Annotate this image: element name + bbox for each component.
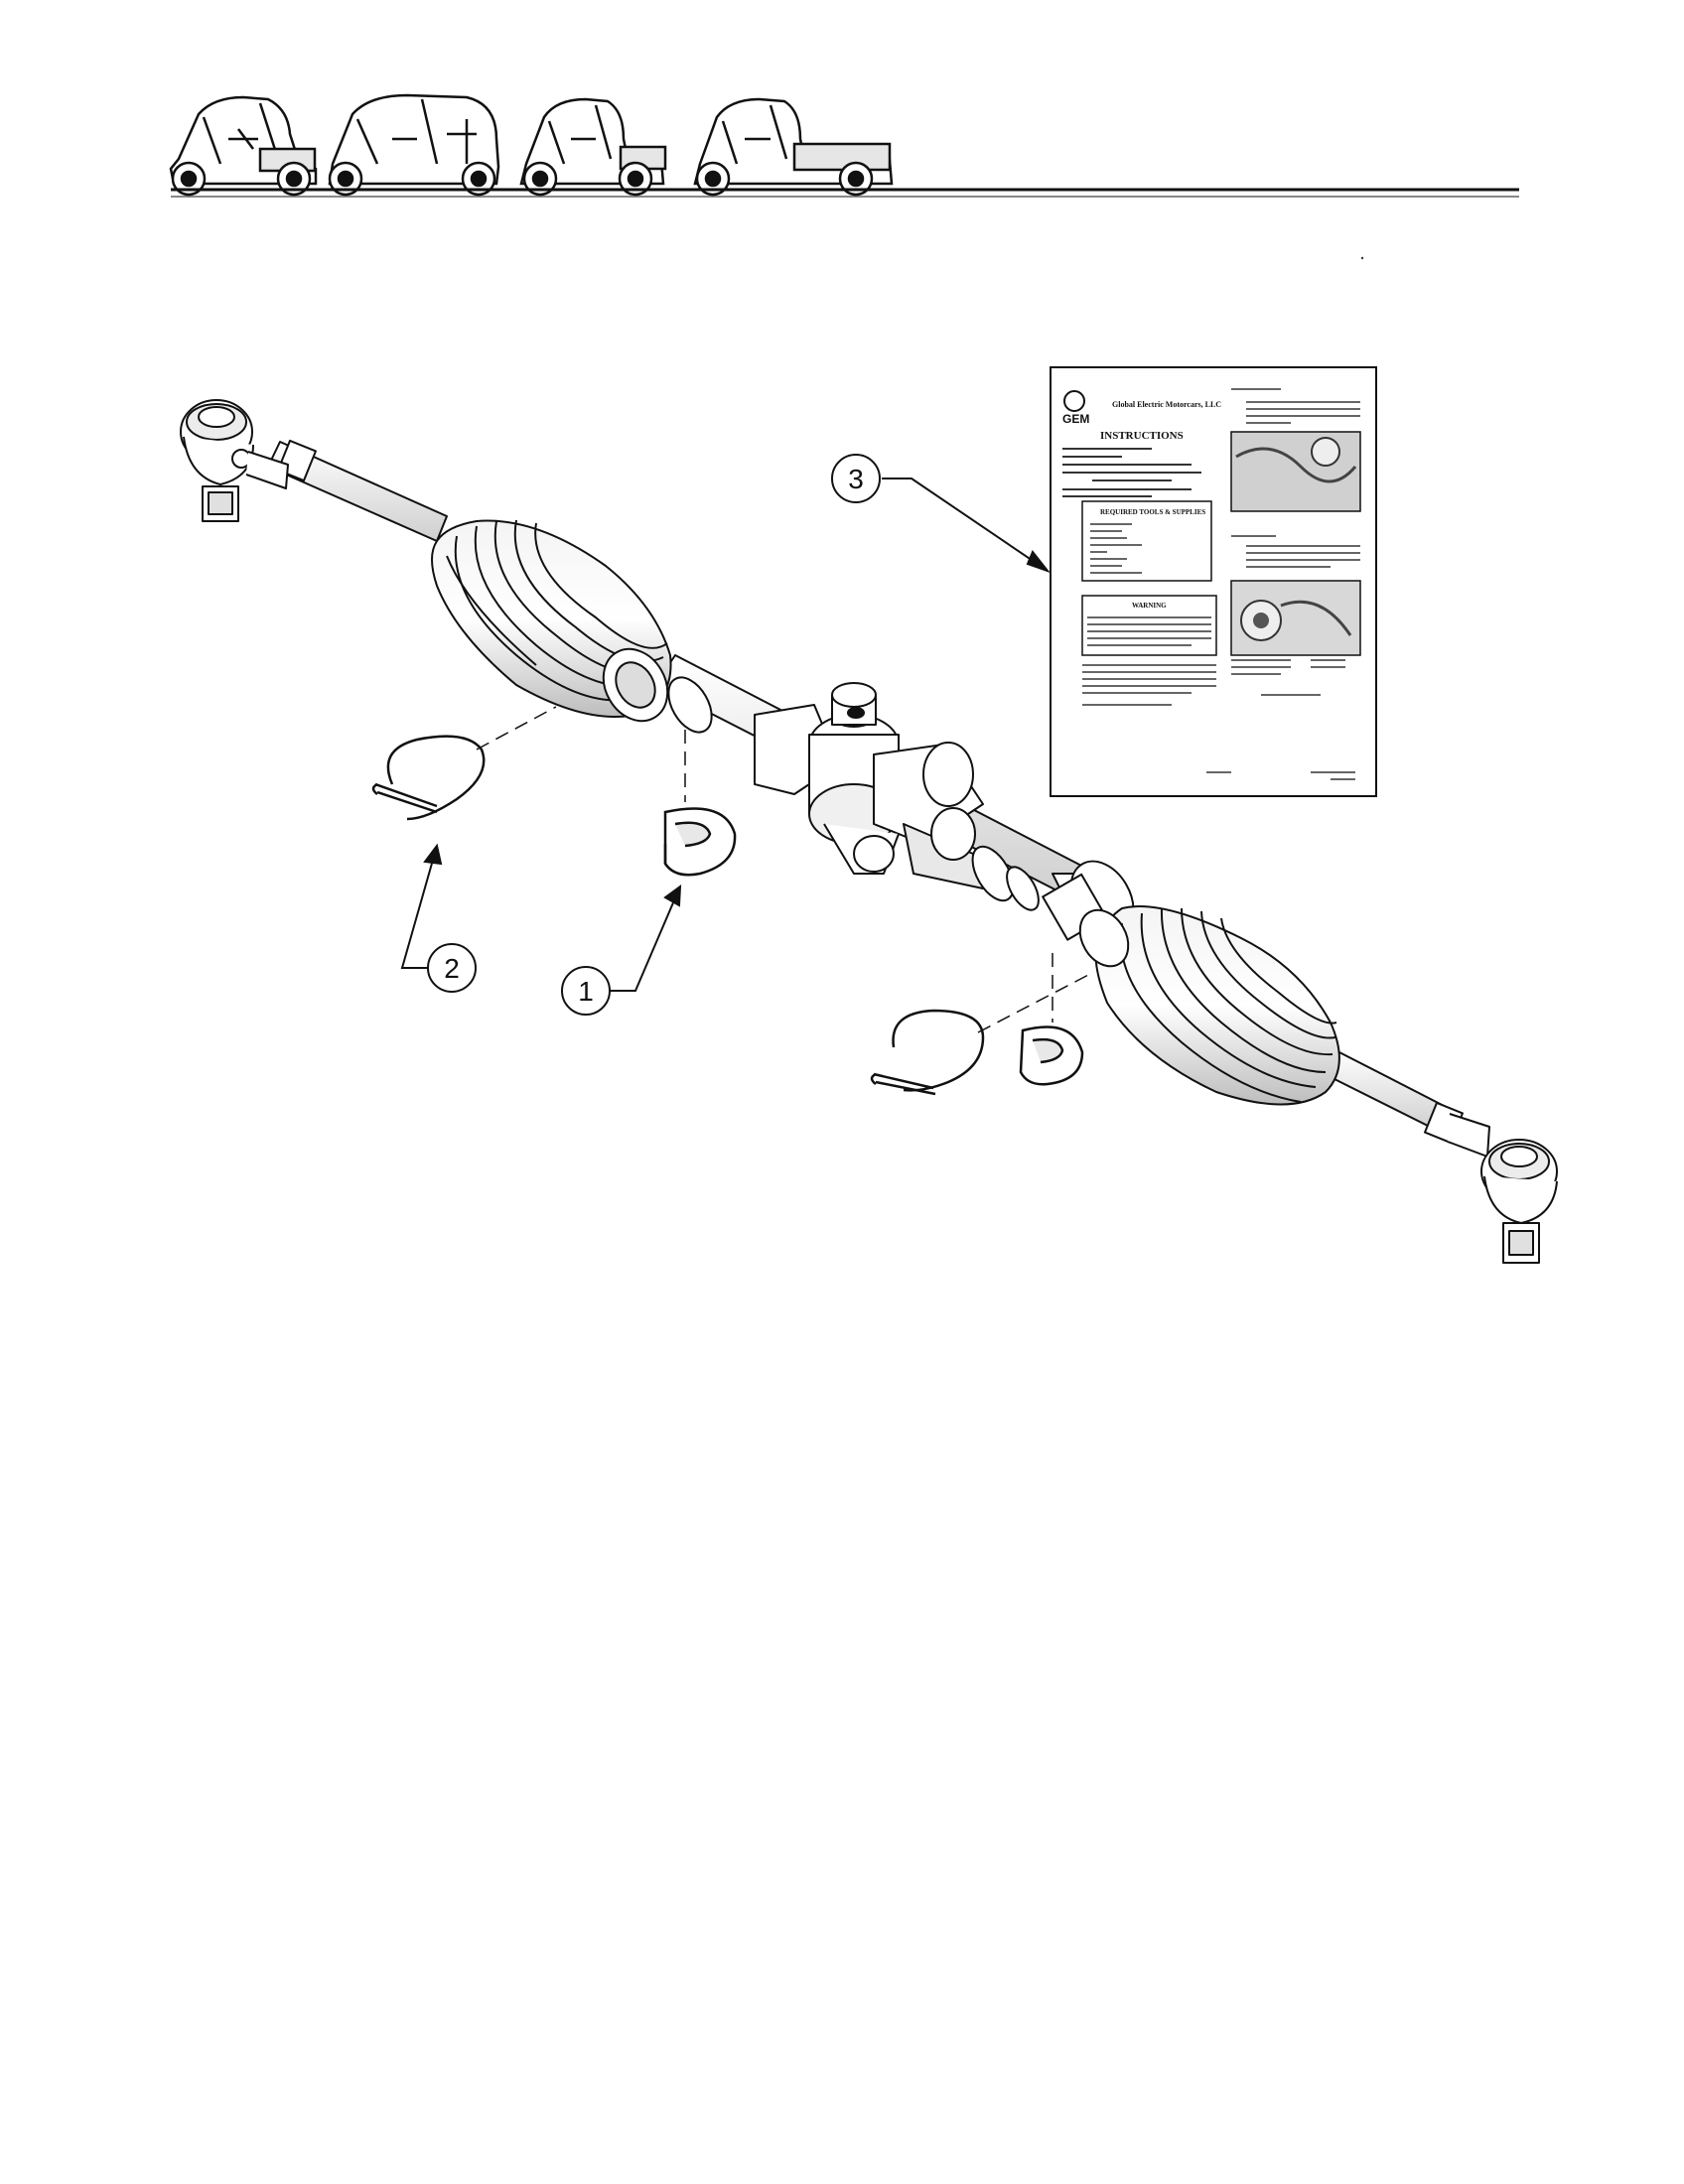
warning-box-lines: [1087, 616, 1211, 646]
callout-3: 3: [831, 454, 881, 503]
left-bellows-boot: [431, 519, 713, 734]
gem-logo-icon: GEM: [1062, 390, 1089, 426]
rack-spacer-upper: [663, 807, 737, 877]
pinion-housing: [754, 682, 1040, 911]
assembly-guide-lines: [476, 706, 1093, 1033]
instruction-sheet-heading: INSTRUCTIONS: [1100, 430, 1184, 442]
svg-text:GEM: GEM: [1062, 412, 1089, 426]
steering-rack-assembly: [180, 399, 1558, 1264]
scan-speck: [1360, 256, 1364, 260]
tools-box-lines: [1090, 523, 1142, 574]
gem-four-seat-vehicle-icon: [328, 93, 500, 197]
gem-two-seat-vehicle-icon: [169, 95, 318, 197]
left-tie-rod-end: [180, 399, 317, 522]
instruction-sheet-company: Global Electric Motorcars, LLC: [1112, 400, 1221, 409]
callout-1: 1: [561, 966, 611, 1016]
right-tie-rod-end: [1424, 1101, 1558, 1264]
rack-spacer-lower: [1019, 1025, 1084, 1086]
gem-short-bed-vehicle-icon: [519, 97, 667, 197]
callout-2: 2: [427, 943, 477, 993]
instruction-sheet-text-lines: [1062, 448, 1201, 497]
callout-1-label: 1: [578, 976, 594, 1007]
tools-box: [1081, 500, 1212, 582]
callout-2-label: 2: [444, 953, 460, 984]
tools-box-title: REQUIRED TOOLS & SUPPLIES: [1100, 508, 1205, 516]
right-bellows-boot: [1078, 905, 1340, 1106]
warning-box-title: WARNING: [1132, 602, 1167, 610]
gem-long-bed-vehicle-icon: [693, 97, 894, 197]
instruction-sheet: GEM Global Electric Motorcars, LLC INSTR…: [1050, 366, 1377, 797]
callout-3-label: 3: [848, 464, 864, 494]
instruction-photo-1: [1230, 431, 1361, 512]
callout-leaders: [400, 478, 1051, 992]
instruction-body-lines: [1082, 388, 1360, 780]
boot-clamp-lower: [870, 1009, 985, 1096]
header-vehicle-icons: [169, 93, 894, 197]
boot-clamp-upper: [371, 735, 486, 821]
